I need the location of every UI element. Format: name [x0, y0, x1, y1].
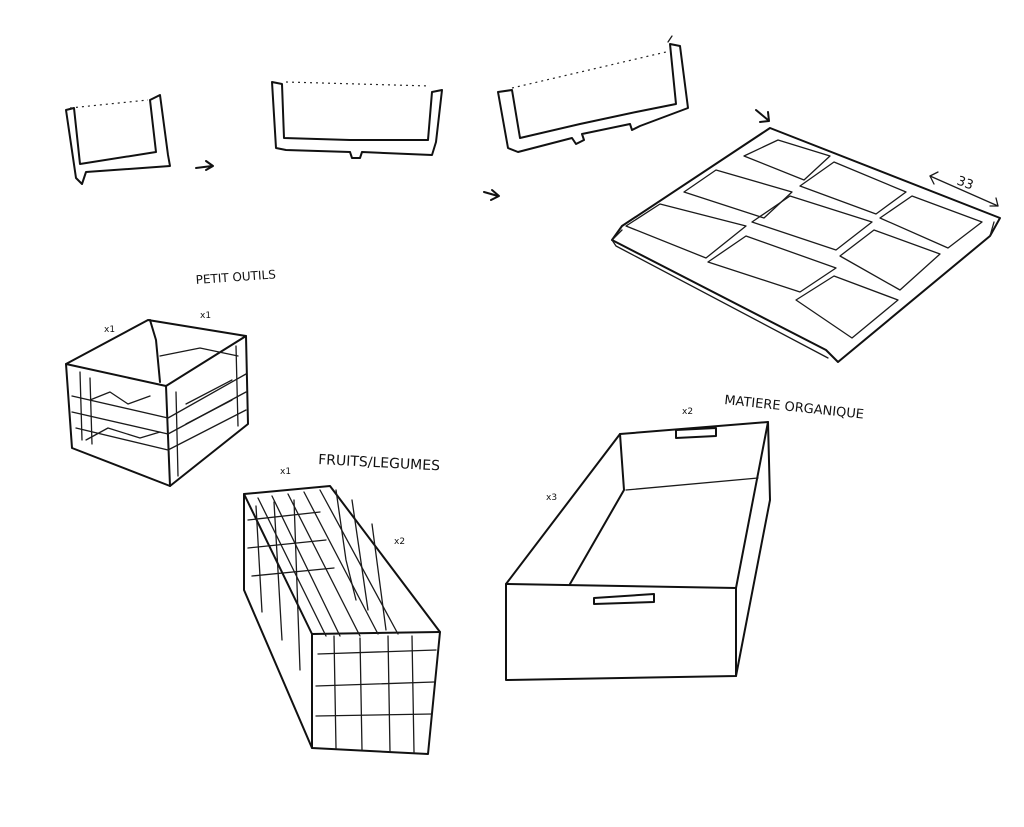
qty-box-top: x2 — [682, 407, 693, 417]
tray-grid — [611, 127, 1001, 363]
arrow-1 — [195, 160, 214, 171]
qty-box-left: x3 — [546, 493, 557, 503]
fold-step-3 — [497, 35, 689, 153]
crate-fruits-legumes — [243, 485, 441, 755]
crate-petit-outils — [65, 319, 249, 487]
label-petit-outils: PETIT OUTILS — [195, 267, 276, 287]
arrow-2 — [483, 189, 500, 201]
box-matiere-organique — [505, 421, 771, 681]
qty-crate-left: x1 — [104, 325, 115, 335]
qty-fruit-right: x2 — [394, 537, 405, 547]
fold-step-2 — [271, 81, 443, 159]
qty-crate-right: x1 — [200, 311, 211, 321]
label-fruits-legumes: FRUITS/LEGUMES — [318, 452, 441, 474]
qty-fruit-left: x1 — [280, 467, 291, 477]
fold-step-1 — [65, 94, 171, 185]
label-matiere-organique: MATIERE ORGANIQUE — [724, 393, 865, 423]
label-dimension: 33 — [955, 174, 976, 194]
arrow-3 — [755, 109, 770, 123]
